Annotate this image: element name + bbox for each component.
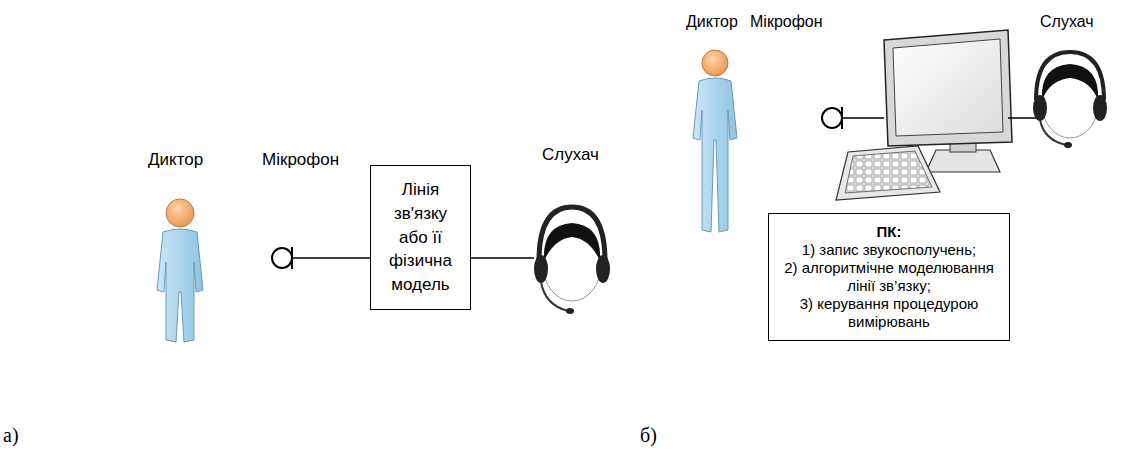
box-heading: ПК: — [877, 223, 902, 241]
line-box: Лінія зв'язку або її фізична модель — [370, 165, 471, 310]
listener-label: Слухач — [542, 145, 599, 165]
microphone-symbol — [822, 107, 884, 129]
listener-label: Слухач — [1040, 13, 1094, 31]
microphone-label: Мікрофон — [262, 150, 339, 170]
speaker-label: Диктор — [686, 13, 738, 31]
speaker-figure — [157, 199, 203, 342]
box-text: 2) алгоритмічне моделювання лінії зв’язк… — [777, 259, 1001, 295]
wire — [471, 258, 534, 259]
wire — [293, 258, 370, 259]
pc-box: ПК:1) запис звукосполучень;2) алгоритміч… — [768, 213, 1010, 341]
panel-label: б) — [640, 424, 657, 447]
microphone-symbol: Мікрофон — [270, 145, 293, 270]
box-text: Лінія зв'язку або її фізична модель — [379, 178, 462, 297]
box-text: 3) керування процедурою вимірювань — [777, 295, 1001, 331]
box-text: 1) запис звукосполучень; — [802, 241, 976, 259]
speaker-figure — [693, 50, 737, 232]
panel-label: а) — [3, 424, 19, 447]
keyboard — [836, 146, 940, 200]
speaker-label: Диктор — [148, 150, 203, 170]
listener-head — [534, 140, 614, 320]
listener-head — [1033, 52, 1107, 148]
listener-figure: Слухач — [534, 140, 614, 320]
microphone-label: Мікрофон — [750, 13, 823, 31]
